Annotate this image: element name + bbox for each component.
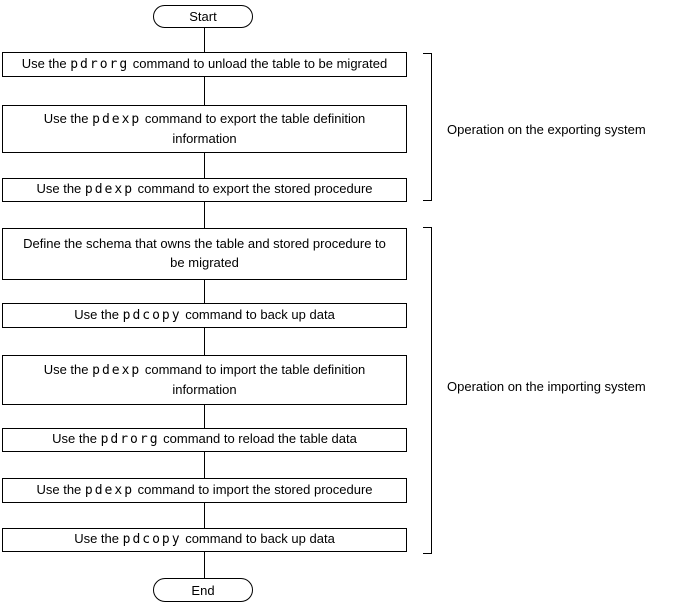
command-name: pdrorg bbox=[100, 432, 160, 448]
step-text: Use the pdexp command to export the stor… bbox=[36, 180, 372, 200]
step-text-pre: Use the bbox=[43, 110, 93, 126]
step-text-pre: Use the bbox=[36, 481, 85, 497]
step-text-post: command to export the table definition i… bbox=[144, 110, 366, 146]
step-box-import-procedure: Use the pdexp command to import the stor… bbox=[2, 478, 407, 503]
step-text-post: command to back up data bbox=[181, 306, 335, 322]
step-box-backup-data-2: Use the pdcopy command to back up data bbox=[2, 528, 407, 552]
step-text-pre: Use the bbox=[21, 55, 71, 71]
step-text-pre: Use the bbox=[52, 431, 101, 447]
step-box-export-procedure: Use the pdexp command to export the stor… bbox=[2, 178, 407, 202]
step-text: Use the pdrorg command to unload the tab… bbox=[22, 55, 387, 75]
step-text: Use the pdcopy command to back up data bbox=[74, 530, 335, 550]
end-terminal: End bbox=[153, 578, 253, 602]
importing-group-bracket bbox=[423, 227, 432, 554]
step-text-pre: Use the bbox=[43, 361, 93, 377]
step-box-import-definition: Use the pdexp command to import the tabl… bbox=[2, 355, 407, 405]
command-name: pdexp bbox=[92, 362, 142, 378]
step-text-post: command to unload the table to be migrat… bbox=[129, 55, 388, 71]
command-name: pdcopy bbox=[122, 532, 182, 548]
step-text-post: command to reload the table data bbox=[159, 431, 357, 447]
command-name: pdexp bbox=[92, 111, 142, 127]
end-label: End bbox=[191, 582, 215, 598]
step-text-post: command to export the stored procedure bbox=[134, 181, 373, 197]
command-name: pdexp bbox=[84, 482, 135, 498]
exporting-group-label: Operation on the exporting system bbox=[447, 122, 646, 137]
step-text-pre: Define the schema that owns the table an… bbox=[23, 235, 386, 270]
importing-group-label: Operation on the importing system bbox=[447, 379, 646, 394]
step-box-export-definition: Use the pdexp command to export the tabl… bbox=[2, 105, 407, 153]
step-text: Use the pdrorg command to reload the tab… bbox=[52, 430, 357, 450]
step-text-post: command to import the table definition i… bbox=[144, 361, 366, 397]
command-name: pdcopy bbox=[122, 307, 182, 323]
exporting-group-bracket bbox=[423, 53, 432, 201]
step-text-post: command to import the stored procedure bbox=[134, 481, 373, 497]
step-text-pre: Use the bbox=[74, 306, 123, 322]
step-text: Use the pdexp command to import the stor… bbox=[36, 481, 372, 501]
command-name: pdrorg bbox=[70, 56, 130, 72]
start-terminal: Start bbox=[153, 5, 253, 28]
step-text-pre: Use the bbox=[36, 181, 85, 197]
step-box-unload-table: Use the pdrorg command to unload the tab… bbox=[2, 52, 407, 77]
step-box-backup-data-1: Use the pdcopy command to back up data bbox=[2, 303, 407, 328]
step-box-define-schema: Define the schema that owns the table an… bbox=[2, 228, 407, 280]
command-name: pdexp bbox=[84, 182, 135, 198]
start-label: Start bbox=[189, 9, 217, 24]
step-text-post: command to back up data bbox=[181, 531, 335, 547]
step-text: Use the pdexp command to export the tabl… bbox=[44, 110, 366, 149]
step-text-pre: Use the bbox=[74, 531, 123, 547]
step-text: Use the pdexp command to import the tabl… bbox=[44, 361, 366, 400]
step-text: Use the pdcopy command to back up data bbox=[74, 306, 335, 326]
step-text: Define the schema that owns the table an… bbox=[23, 235, 386, 274]
step-box-reload-table: Use the pdrorg command to reload the tab… bbox=[2, 428, 407, 452]
